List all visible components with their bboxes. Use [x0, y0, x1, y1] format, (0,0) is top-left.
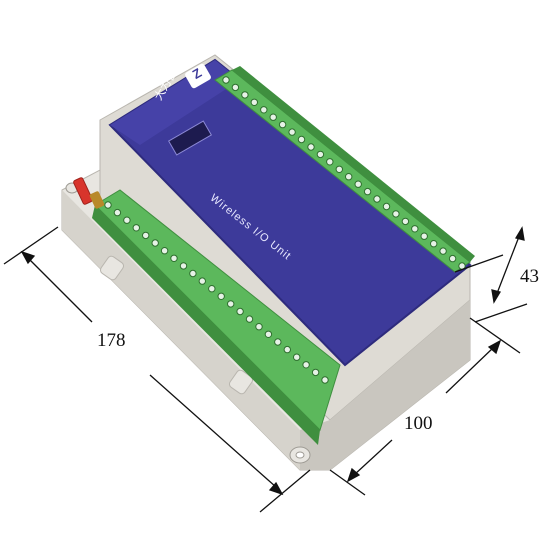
terminal-screw: [283, 345, 291, 354]
terminal-screw: [448, 254, 457, 263]
terminal-screw: [274, 338, 282, 346]
terminal-screw: [354, 180, 362, 188]
terminal-screw: [231, 83, 240, 92]
terminal-screw: [198, 277, 207, 285]
terminal-screw: [373, 195, 381, 203]
terminal-screw: [113, 208, 122, 217]
terminal-screw: [227, 300, 235, 308]
terminal-screw: [255, 323, 263, 331]
terminal-screw: [269, 113, 277, 121]
terminal-screw: [189, 269, 197, 278]
terminal-screw: [311, 368, 320, 377]
terminal-screw: [321, 376, 329, 384]
terminal-screw: [278, 120, 287, 129]
terminal-screw: [363, 187, 372, 196]
terminal-screw: [392, 210, 400, 218]
terminal-screw: [151, 239, 159, 247]
terminal-screw: [297, 135, 306, 144]
terminal-screws: [104, 76, 466, 384]
antenna: [73, 177, 105, 209]
terminal-screw: [264, 330, 273, 338]
terminal-screw: [411, 225, 419, 233]
terminal-screw: [245, 315, 254, 323]
terminal-screw: [123, 216, 131, 224]
terminal-screw: [430, 240, 438, 248]
terminal-screw: [260, 106, 268, 114]
terminal-screw: [401, 217, 410, 226]
terminal-screw: [288, 128, 296, 136]
terminal-screw: [420, 232, 428, 240]
terminal-screw: [132, 224, 141, 232]
terminal-screw: [170, 254, 178, 262]
terminal-screw: [382, 202, 391, 211]
terminal-screw: [326, 158, 334, 166]
terminal-block-front: [92, 189, 341, 445]
terminal-screw: [316, 150, 325, 159]
terminal-screw: [217, 292, 225, 300]
terminal-screw: [160, 247, 169, 255]
terminal-screw: [293, 353, 301, 361]
terminal-screw: [345, 173, 353, 181]
dimension-width-label: 100: [404, 413, 433, 434]
terminal-screw: [179, 262, 188, 270]
dimension-lines: [3, 226, 528, 513]
terminal-screw: [307, 143, 315, 151]
terminal-screw: [439, 247, 447, 255]
top-panel: [108, 58, 472, 367]
dimension-height-label: 43: [520, 266, 539, 287]
terminal-screw: [222, 76, 230, 84]
terminal-screw: [142, 231, 150, 240]
terminal-screw: [236, 307, 244, 316]
terminal-screw: [302, 361, 310, 369]
terminal-screw: [250, 98, 259, 107]
terminal-screw: [104, 201, 112, 209]
terminal-screw: [335, 165, 343, 174]
terminal-screw: [208, 285, 216, 293]
dimension-length-label: 178: [97, 330, 126, 351]
terminal-screw: [241, 91, 249, 99]
